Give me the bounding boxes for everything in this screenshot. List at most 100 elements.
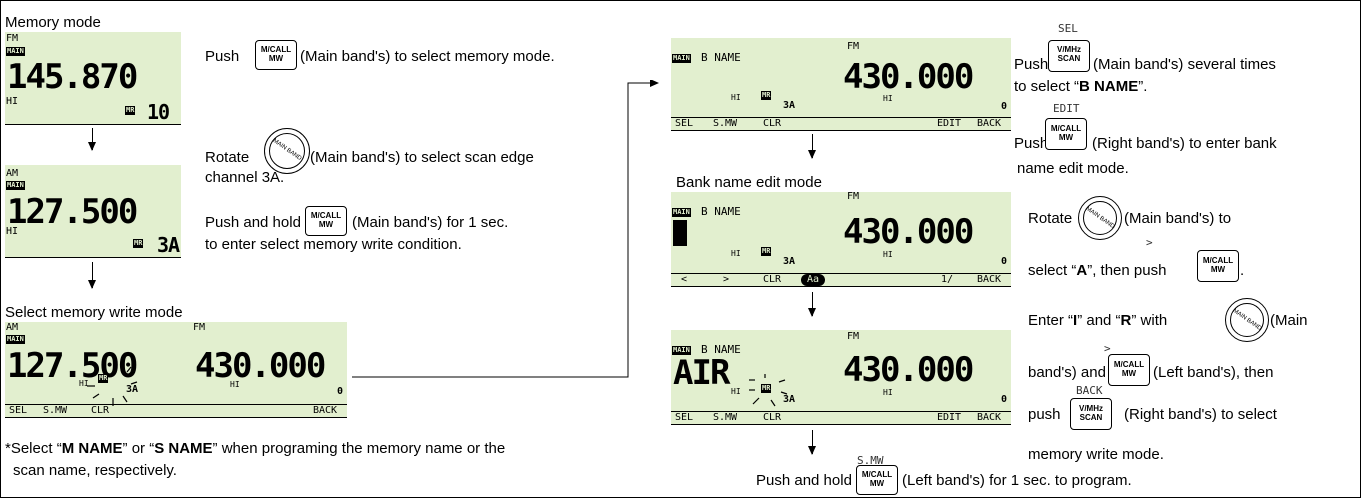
mr-indicator: MR [98, 374, 109, 383]
menu-label: B NAME [701, 51, 741, 64]
softkey-num[interactable]: 1/ [941, 274, 954, 285]
lcd-display-memory-write: AM FM MAIN 127.500 430.000 HI MR 3A HI 0… [5, 322, 347, 418]
frequency-readout: 145.870 [7, 57, 138, 97]
arrow-down [88, 262, 96, 289]
mode-indicator: AM [6, 168, 19, 179]
main-indicator: MAIN [672, 208, 691, 217]
softkey-back[interactable]: BACK [977, 118, 1002, 129]
lcd-display-bank-name: MAIN B NAME FM 430.000 HI MR 3A HI 0 SEL… [671, 38, 1011, 131]
zero-indicator: 0 [337, 386, 344, 397]
right-instruction-3-tail: (Main band's) to [1124, 210, 1232, 227]
mode-indicator-left: AM [6, 322, 19, 333]
softkey-right[interactable]: > [723, 274, 730, 285]
softkey-edit[interactable]: EDIT [937, 118, 962, 129]
main-indicator: MAIN [672, 346, 691, 355]
frequency-readout: 127.500 [7, 192, 138, 232]
right-instruction-4-line3-tail: (Right band's) to select [1124, 406, 1277, 423]
right-instruction-2-tail: (Right band's) to enter bank [1092, 135, 1277, 152]
mr-indicator: MR [761, 384, 772, 393]
mr-indicator: MR [761, 91, 772, 100]
softkey-case[interactable]: Aa [801, 274, 826, 286]
flow-connector [352, 80, 659, 378]
instruction-3-line2: to enter select memory write condition. [205, 236, 462, 253]
zero-indicator: 0 [1001, 394, 1008, 405]
main-indicator: MAIN [6, 335, 25, 344]
hi-left: HI [731, 93, 741, 102]
softkey-sel[interactable]: SEL [675, 118, 694, 129]
footnote-line1: *Select “M NAME” or “S NAME” when progra… [5, 440, 506, 457]
right-instruction-1-line2: to select “B NAME”. [1014, 78, 1148, 95]
main-indicator: MAIN [6, 181, 25, 190]
bank-name-readout: AIR [673, 353, 730, 393]
footnote-line2: scan name, respectively. [13, 462, 177, 479]
lcd-display-bank-named: MAIN B NAME AIR FM 430.000 HI MR 3A HI 0… [671, 330, 1011, 425]
softkey-sel[interactable]: SEL [9, 405, 28, 416]
softkey-back[interactable]: BACK [977, 274, 1002, 285]
softkey-smw[interactable]: S.MW [713, 118, 738, 129]
softkey-label-gt: > [1104, 342, 1111, 355]
softkey-smw[interactable]: S.MW [43, 405, 68, 416]
softkey-label-back: BACK [1076, 384, 1103, 397]
menu-label: B NAME [701, 343, 741, 356]
right-instruction-4-line3: push [1028, 406, 1061, 423]
hi-left: HI [731, 249, 741, 258]
right-instruction-1: Push [1014, 56, 1049, 73]
frequency-readout: 430.000 [843, 350, 974, 390]
right-instruction-2: Push [1014, 135, 1049, 152]
instruction-2: Rotate [205, 149, 250, 166]
softkey-back[interactable]: BACK [313, 405, 338, 416]
power-indicator: HI [6, 96, 19, 107]
mode-indicator: FM [847, 41, 860, 52]
softkey-bar: SEL S.MW CLR EDIT BACK [671, 117, 1011, 130]
channel-readout: 3A [783, 100, 796, 111]
frequency-readout: 430.000 [843, 212, 974, 252]
zero-indicator: 0 [1001, 101, 1008, 112]
mode-indicator: FM [847, 331, 860, 342]
softkey-edit[interactable]: EDIT [937, 412, 962, 423]
main-band-dial-icon: MAIN BAND [1225, 298, 1269, 342]
bank-edit-title: Bank name edit mode [676, 174, 822, 191]
hi-left: HI [79, 379, 89, 388]
hi-right: HI [883, 250, 893, 259]
mode-indicator: FM [6, 33, 19, 44]
instruction-3-tail: (Main band's) for 1 sec. [352, 214, 509, 231]
frequency-left: 127.500 [7, 346, 138, 386]
hi-right: HI [883, 388, 893, 397]
frequency-right: 430.000 [195, 346, 326, 386]
channel-readout: 3A [783, 394, 796, 405]
mr-indicator: MR [133, 239, 144, 248]
main-indicator: MAIN [6, 47, 25, 56]
channel-readout: 3A [157, 233, 180, 257]
right-instruction-3-end: . [1240, 262, 1245, 279]
bottom-instruction-tail: (Left band's) for 1 sec. to program. [902, 472, 1132, 489]
lcd-display-scan-edge: AM MAIN 127.500 HI MR 3A [5, 165, 181, 258]
softkey-left[interactable]: < [681, 274, 688, 285]
softkey-bar: SEL S.MW CLR BACK [5, 404, 347, 417]
right-instruction-4-line2: band's) and [1028, 364, 1106, 381]
main-band-dial-icon: MAIN BAND [1078, 196, 1122, 240]
frequency-readout: 430.000 [843, 57, 974, 97]
mode-indicator-right: FM [193, 322, 206, 333]
instruction-3: Push and hold [205, 214, 301, 231]
softkey-clr[interactable]: CLR [763, 118, 782, 129]
channel-readout: 3A [126, 384, 139, 395]
softkey-clr[interactable]: CLR [91, 405, 110, 416]
softkey-sel[interactable]: SEL [675, 412, 694, 423]
softkey-bar: SEL S.MW CLR EDIT BACK [671, 411, 1011, 424]
main-band-dial-icon: MAIN BAND [264, 128, 310, 174]
softkey-smw[interactable]: S.MW [713, 412, 738, 423]
mode-indicator: FM [847, 192, 860, 202]
softkey-clr[interactable]: CLR [763, 274, 782, 285]
instruction-1: Push [205, 48, 239, 66]
softkey-clr[interactable]: CLR [763, 412, 782, 423]
right-instruction-4-tail: (Main [1270, 312, 1308, 329]
softkey-bar: < > CLR Aa 1/ BACK [671, 273, 1011, 286]
arrow-down [88, 128, 96, 151]
softkey-back[interactable]: BACK [977, 412, 1002, 423]
